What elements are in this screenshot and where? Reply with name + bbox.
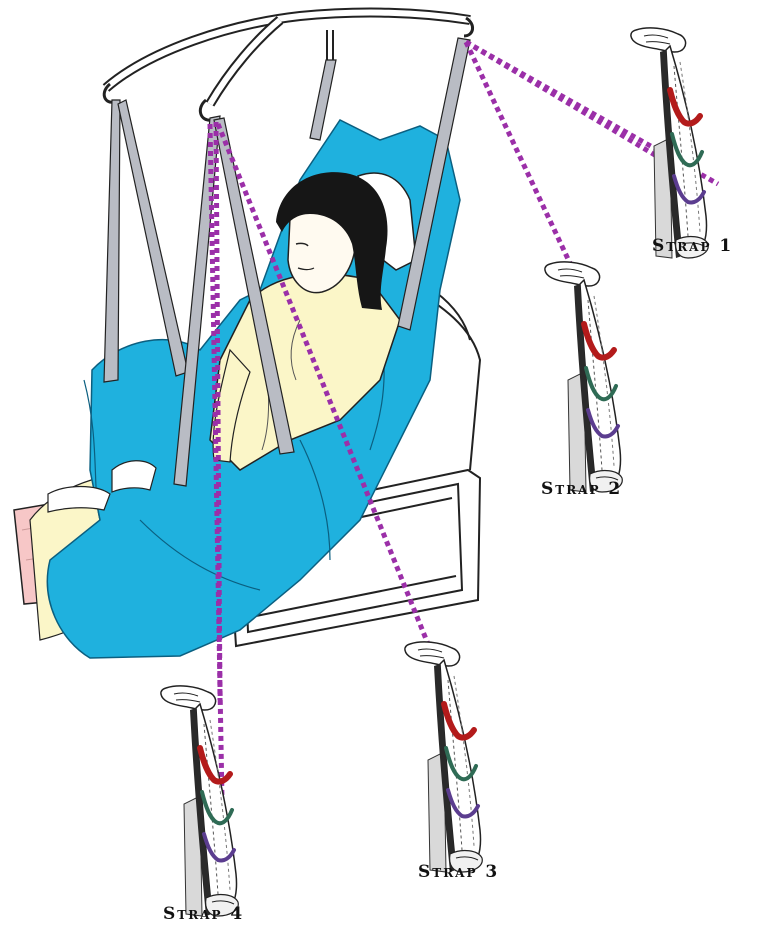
strap-4-label: Strap 4 bbox=[163, 904, 244, 924]
strap-3-label: Strap 3 bbox=[418, 862, 499, 882]
strap-1-label: Strap 1 bbox=[652, 236, 733, 256]
spreader-bar bbox=[104, 13, 472, 121]
strap-1-illustration bbox=[631, 28, 708, 258]
strap-4-illustration bbox=[161, 686, 238, 916]
strap-2-illustration bbox=[545, 262, 622, 492]
patient-lift-illustration bbox=[14, 13, 480, 658]
strap-3-illustration bbox=[405, 642, 482, 872]
strap-2-label: Strap 2 bbox=[541, 479, 622, 499]
